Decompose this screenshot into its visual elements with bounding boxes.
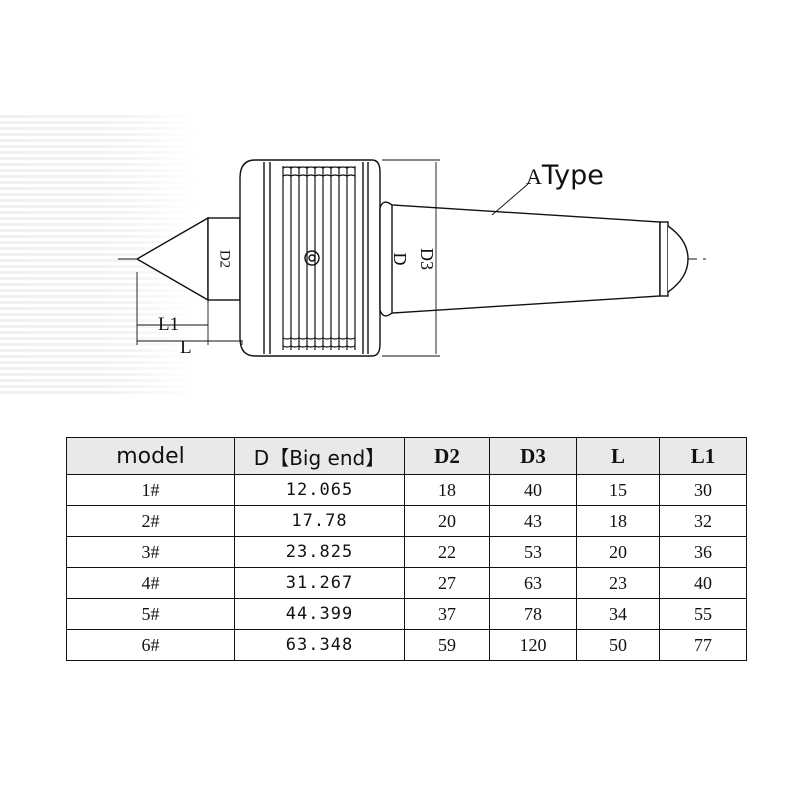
cone-point (135, 216, 209, 302)
table-row: 4# 31.267 27 63 23 40 (66, 567, 747, 599)
type-leader (491, 183, 529, 216)
cell-d: 31.267 (234, 567, 405, 599)
cell-d3: 53 (489, 536, 577, 568)
type-label: AType (526, 160, 604, 191)
cell-d2: 37 (404, 598, 490, 630)
table-row: 5# 44.399 37 78 34 55 (66, 598, 747, 630)
header-d3: D3 (489, 437, 577, 475)
header-d2: D2 (404, 437, 490, 475)
cell-d3: 63 (489, 567, 577, 599)
type-name: Type (541, 160, 604, 191)
cell-l1: 40 (659, 567, 747, 599)
table-header-row: model D【Big end】 D2 D3 L L1 (66, 437, 747, 475)
dim-label-d3: D3 (417, 248, 437, 270)
cell-model: 2# (66, 505, 235, 537)
table-row: 3# 23.825 22 53 20 36 (66, 536, 747, 568)
dim-label-l: L (180, 337, 192, 358)
dim-label-l1: L1 (158, 314, 179, 335)
cell-l: 23 (576, 567, 660, 599)
cell-d2: 59 (404, 629, 490, 661)
type-prefix: A (526, 164, 542, 189)
cell-l: 18 (576, 505, 660, 537)
table-row: 2# 17.78 20 43 18 32 (66, 505, 747, 537)
cell-d: 23.825 (234, 536, 405, 568)
body-housing (239, 159, 381, 357)
cell-d2: 22 (404, 536, 490, 568)
cell-d2: 18 (404, 474, 490, 506)
cell-d: 17.78 (234, 505, 405, 537)
cell-l1: 77 (659, 629, 747, 661)
live-center-drawing: D2 D D3 L1 L (118, 159, 712, 358)
cell-d3: 120 (489, 629, 577, 661)
cell-d2: 27 (404, 567, 490, 599)
table-row: 1# 12.065 18 40 15 30 (66, 474, 747, 506)
cell-l: 15 (576, 474, 660, 506)
cell-model: 3# (66, 536, 235, 568)
header-model: model (66, 437, 235, 475)
cell-l1: 36 (659, 536, 747, 568)
shank-end (659, 221, 669, 297)
cell-model: 5# (66, 598, 235, 630)
cell-model: 1# (66, 474, 235, 506)
cell-d3: 78 (489, 598, 577, 630)
cell-l: 50 (576, 629, 660, 661)
cell-d2: 20 (404, 505, 490, 537)
cell-l1: 55 (659, 598, 747, 630)
cell-l1: 32 (659, 505, 747, 537)
cell-l1: 30 (659, 474, 747, 506)
cell-d: 12.065 (234, 474, 405, 506)
cell-l: 34 (576, 598, 660, 630)
cell-d3: 43 (489, 505, 577, 537)
cell-d: 44.399 (234, 598, 405, 630)
dim-label-d: D (390, 253, 410, 266)
header-l1: L1 (659, 437, 747, 475)
grease-fitting (304, 250, 320, 266)
header-l: L (576, 437, 660, 475)
header-d-big-end: D【Big end】 (234, 437, 405, 475)
cell-d3: 40 (489, 474, 577, 506)
cell-l: 20 (576, 536, 660, 568)
spec-table: model D【Big end】 D2 D3 L L1 1# 12.065 18… (66, 437, 747, 661)
dim-label-d2: D2 (217, 250, 233, 268)
knurl-rings (282, 166, 356, 350)
cell-model: 4# (66, 567, 235, 599)
cell-model: 6# (66, 629, 235, 661)
d2-cylinder (207, 217, 241, 301)
cell-d: 63.348 (234, 629, 405, 661)
table-row: 6# 63.348 59 120 50 77 (66, 629, 747, 661)
